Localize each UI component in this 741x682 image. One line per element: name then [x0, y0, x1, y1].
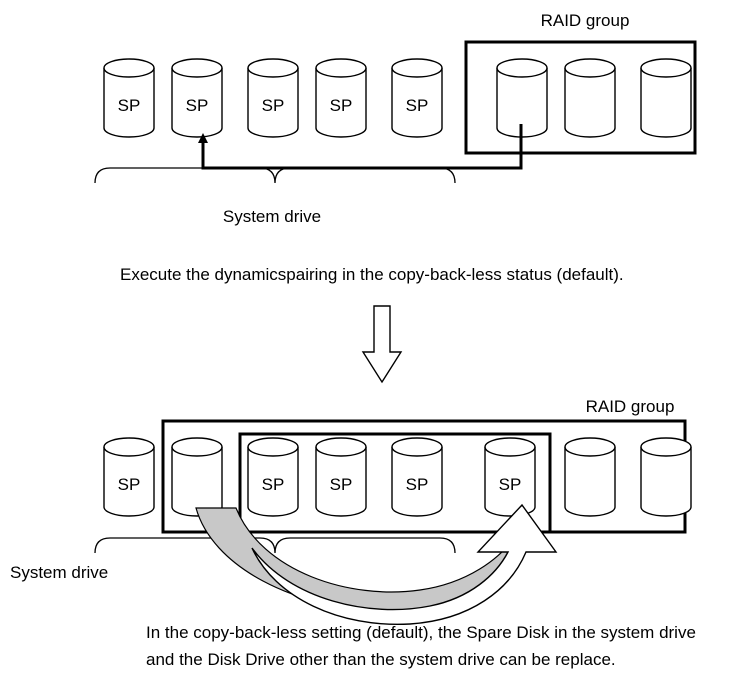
top-system-drive-brace — [94, 167, 456, 184]
drive-label: SP — [262, 96, 285, 115]
top-raid-group-box — [464, 40, 697, 155]
disk-drive-icon — [640, 437, 692, 517]
disk-drive-icon: SP — [103, 437, 155, 517]
disk-drive-icon: SP — [484, 437, 536, 517]
disk-drive-icon — [171, 437, 223, 517]
disk-drive-icon: SP — [391, 437, 443, 517]
bottom-raid-group-label: RAID group — [586, 397, 675, 416]
disk-drive-icon: SP — [315, 437, 367, 517]
top-raid-group-label: RAID group — [541, 11, 630, 30]
drive-label: SP — [330, 96, 353, 115]
top-caption: Execute the dynamicspairing in the copy-… — [120, 265, 624, 284]
drive-label: SP — [406, 475, 429, 494]
top-section: RAID group SP SP SP SP SP System drive Execu… — [94, 11, 697, 284]
disk-drive-icon: SP — [247, 437, 299, 517]
down-arrow-icon — [361, 305, 403, 384]
top-system-drive-label: System drive — [223, 207, 321, 226]
swap-arrow-white-head — [251, 503, 558, 626]
drive-label: SP — [499, 475, 522, 494]
disk-drive-icon: SP — [315, 58, 367, 138]
drive-label: SP — [262, 475, 285, 494]
disk-drive-icon — [640, 58, 692, 138]
bottom-inner-group-outline — [238, 432, 552, 532]
drive-label: SP — [186, 96, 209, 115]
disk-drive-icon — [496, 58, 548, 138]
disk-drive-icon: SP — [247, 58, 299, 138]
drive-label: SP — [118, 475, 141, 494]
disk-drive-icon — [564, 437, 616, 517]
bottom-system-drive-label: System drive — [10, 563, 108, 582]
bottom-system-drive-brace — [94, 537, 456, 554]
drive-label: SP — [406, 96, 429, 115]
disk-drive-icon: SP — [103, 58, 155, 138]
bottom-caption-line2: and the Disk Drive other than the system… — [146, 650, 616, 669]
disk-drive-icon — [564, 58, 616, 138]
drive-label: SP — [330, 475, 353, 494]
top-drive-row: SP SP SP SP SP — [103, 58, 692, 138]
disk-drive-icon: SP — [391, 58, 443, 138]
bottom-section: RAID group SP SP SP SP SP System drive In th… — [10, 397, 696, 669]
drive-label: SP — [118, 96, 141, 115]
disk-drive-icon: SP — [171, 58, 223, 138]
bottom-drive-row: SP SP SP SP SP — [103, 437, 692, 517]
bottom-caption-line1: In the copy-back-less setting (default),… — [146, 623, 696, 642]
